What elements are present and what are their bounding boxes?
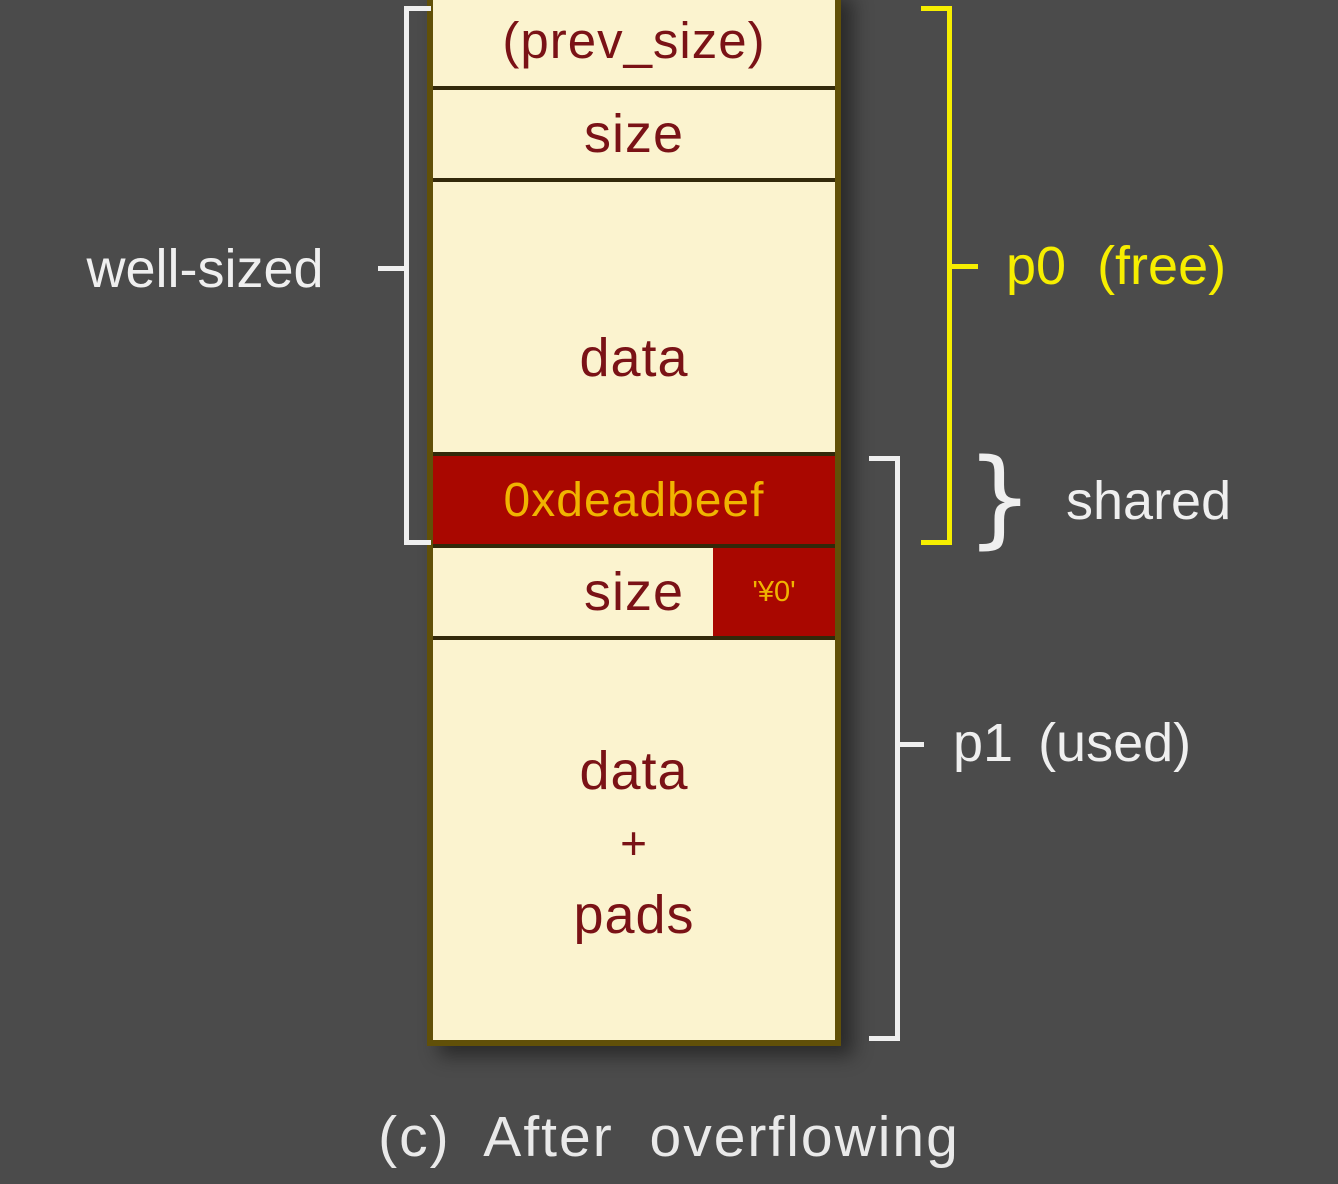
well-sized-bracket-bottom-tick (404, 540, 431, 545)
shared-label: shared (1066, 471, 1232, 531)
cell-data-p1-line1: data (579, 741, 689, 801)
well-sized-bracket-top-tick (404, 6, 431, 11)
well-sized-bracket-mid-tick (378, 266, 404, 271)
cell-data-p0: data (433, 182, 835, 452)
cell-separator (433, 636, 835, 640)
p0-free-label: p0 (free) (1006, 236, 1227, 296)
cell-data-p1: data + pads (433, 640, 835, 1040)
well-sized-label: well-sized (86, 239, 324, 299)
cell-size-p0: size (433, 90, 835, 178)
p1-bracket-bottom-tick (869, 1036, 900, 1041)
cell-overflow-label: 0xdeadbeef (503, 473, 765, 527)
cell-prev-size: (prev_size) (433, 0, 835, 86)
cell-prev-size-label: (prev_size) (502, 11, 766, 69)
p0-bracket-top-tick (921, 6, 952, 11)
cell-overflow-deadbeef: 0xdeadbeef (433, 456, 835, 544)
well-sized-bracket-line (404, 6, 409, 545)
cell-separator (433, 86, 835, 90)
figure-caption: (c) After overflowing (378, 1105, 960, 1169)
cell-separator (433, 178, 835, 182)
p0-bracket-mid-tick (952, 264, 978, 269)
null-byte-cell: '¥0' (713, 548, 835, 636)
p0-bracket-bottom-tick (921, 540, 952, 545)
cell-size-p0-label: size (583, 104, 685, 164)
p0-bracket-line (947, 6, 952, 545)
p1-bracket-top-tick (869, 456, 900, 461)
p1-used-label: p1 (used) (953, 713, 1192, 773)
cell-data-p1-line3: pads (573, 885, 695, 945)
cell-size-p1-label: size (583, 562, 685, 622)
heap-chunk-column: (prev_size) size data 0xdeadbeef size '¥… (427, 0, 841, 1046)
cell-separator (433, 544, 835, 548)
cell-separator (433, 452, 835, 456)
cell-data-p1-line2: + (620, 817, 648, 869)
p1-bracket-line (895, 456, 900, 1041)
p1-bracket-mid-tick (900, 742, 924, 747)
null-byte-label: '¥0' (752, 575, 796, 608)
shared-brace-icon: } (966, 436, 1034, 559)
cell-size-p1: size '¥0' (433, 548, 835, 636)
cell-data-p0-label: data (579, 328, 689, 388)
